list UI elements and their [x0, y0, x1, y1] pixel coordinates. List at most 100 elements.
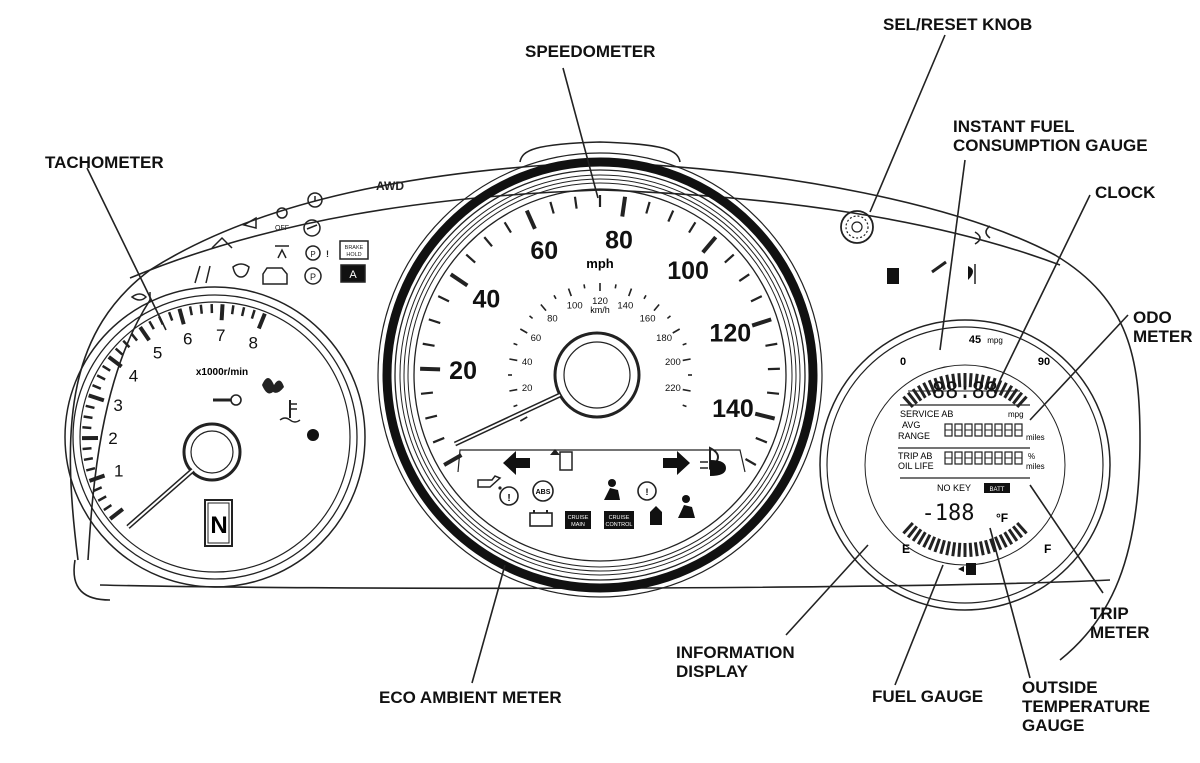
gear-indicator: N — [205, 500, 232, 546]
lcd-digit — [955, 452, 962, 464]
label-sel-reset-knob: SEL/RESET KNOB — [883, 15, 1032, 34]
lcd-digit — [1005, 452, 1012, 464]
lcd-digit — [965, 452, 972, 464]
tach-tick — [149, 321, 153, 329]
fuel-econ-unit: mpg — [987, 336, 1003, 345]
svg-text:BATT: BATT — [990, 487, 1005, 493]
right-meter: 0 45 mpg 90 88:88 SERVICE AB mpg AVG RAN… — [820, 320, 1110, 610]
lcd-digit — [1015, 452, 1022, 464]
fuel-level-segment — [975, 542, 977, 556]
svg-text:A: A — [349, 269, 357, 281]
sel-reset-knob[interactable] — [841, 211, 873, 243]
kmh-tick — [514, 344, 518, 345]
security-system-icon — [650, 506, 662, 525]
fuel-level-segment — [1000, 535, 1006, 548]
tach-tick — [82, 427, 91, 428]
fuel-level-segment — [980, 541, 983, 555]
mph-tick — [668, 211, 673, 222]
kmh-number: 180 — [656, 333, 672, 344]
lcd-digit — [945, 452, 952, 464]
kmh-tick — [514, 405, 518, 406]
kmh-tick — [629, 289, 632, 297]
fuel-econ-90: 90 — [1038, 356, 1050, 368]
right-indicator-icons — [841, 211, 990, 284]
mph-unit-label: mph — [586, 256, 614, 271]
tpms-icon: ! — [638, 482, 656, 500]
mph-tick — [755, 414, 774, 419]
mph-tick — [429, 319, 440, 323]
no-key-label: NO KEY — [937, 483, 971, 493]
seatbelt-icon — [678, 495, 695, 518]
parking-brake-icon: P — [305, 268, 321, 284]
low-fuel-icon — [887, 268, 899, 284]
mph-tick — [752, 319, 771, 325]
oil-pressure-icon — [478, 476, 502, 490]
fuel-level-segment — [929, 537, 934, 550]
svg-text:88:88: 88:88 — [932, 379, 998, 404]
svg-text:!: ! — [646, 487, 649, 497]
svg-text:!: ! — [326, 249, 329, 259]
kmh-tick — [683, 390, 691, 391]
tach-tick — [97, 375, 105, 379]
mpg-label: mpg — [1008, 410, 1024, 419]
kmh-number: 200 — [665, 357, 681, 368]
miles-label-1: miles — [1026, 433, 1045, 442]
outside-temperature-display: -188 °F — [922, 501, 1009, 526]
kmh-tick — [615, 284, 616, 288]
svg-text:HOLD: HOLD — [346, 252, 361, 258]
svg-text:CRUISE: CRUISE — [568, 515, 589, 521]
tach-tick — [104, 505, 112, 510]
gear-letter: N — [210, 512, 227, 539]
kmh-unit-label: km/h — [590, 305, 610, 315]
tire-pressure-icon — [233, 264, 249, 277]
tach-number: 8 — [248, 333, 257, 352]
tach-tick — [242, 307, 244, 316]
kmh-number: 20 — [522, 383, 533, 394]
lane-keep-icon — [195, 266, 210, 283]
kmh-number: 100 — [567, 300, 583, 311]
kmh-number: 220 — [665, 383, 681, 394]
miles-label-2: miles — [1026, 462, 1045, 471]
lcd-digit — [975, 424, 982, 436]
fuel-gauge-bar — [903, 523, 1026, 557]
kmh-tick — [509, 390, 517, 391]
speedometer-indicator-panel: ! ABS CRUISE MAIN CRUISE CONTROL — [458, 448, 745, 529]
auto-idle-stop-icon: A — [341, 265, 365, 282]
mph-tick — [421, 393, 433, 394]
kmh-tick — [683, 405, 687, 406]
label-speedometer: SPEEDOMETER — [525, 42, 655, 61]
mph-tick — [505, 222, 511, 232]
tach-number: 6 — [183, 330, 192, 349]
tach-number: 5 — [153, 344, 162, 363]
mph-tick — [767, 393, 779, 394]
fuel-level-segment — [995, 537, 1000, 550]
odometer-digits — [945, 424, 1022, 436]
mph-tick — [765, 344, 777, 346]
kmh-number: 80 — [547, 313, 558, 324]
fuel-level-segment — [959, 543, 960, 557]
tach-tick — [201, 305, 202, 314]
svg-text:BRAKE: BRAKE — [345, 245, 364, 251]
fuel-level-segment — [924, 535, 930, 548]
mph-tick — [575, 197, 577, 209]
left-turn-signal-icon — [503, 451, 530, 475]
fuel-level-segment — [935, 539, 940, 552]
tach-tick — [110, 509, 123, 519]
fuel-econ-segment — [1000, 383, 1006, 396]
kmh-tick — [541, 305, 546, 311]
lcd-digit — [985, 424, 992, 436]
mph-tick — [466, 255, 475, 263]
fuel-level-segment — [986, 540, 990, 554]
kmh-tick — [520, 417, 527, 421]
trip-meter-digits — [945, 452, 1022, 464]
tach-tick — [86, 406, 95, 408]
tach-tick — [83, 448, 92, 449]
tach-number: 7 — [216, 326, 225, 345]
lcd-digit — [1015, 424, 1022, 436]
svg-text:OFF: OFF — [275, 225, 289, 232]
tach-tick — [179, 309, 183, 324]
tach-tick — [93, 385, 101, 389]
